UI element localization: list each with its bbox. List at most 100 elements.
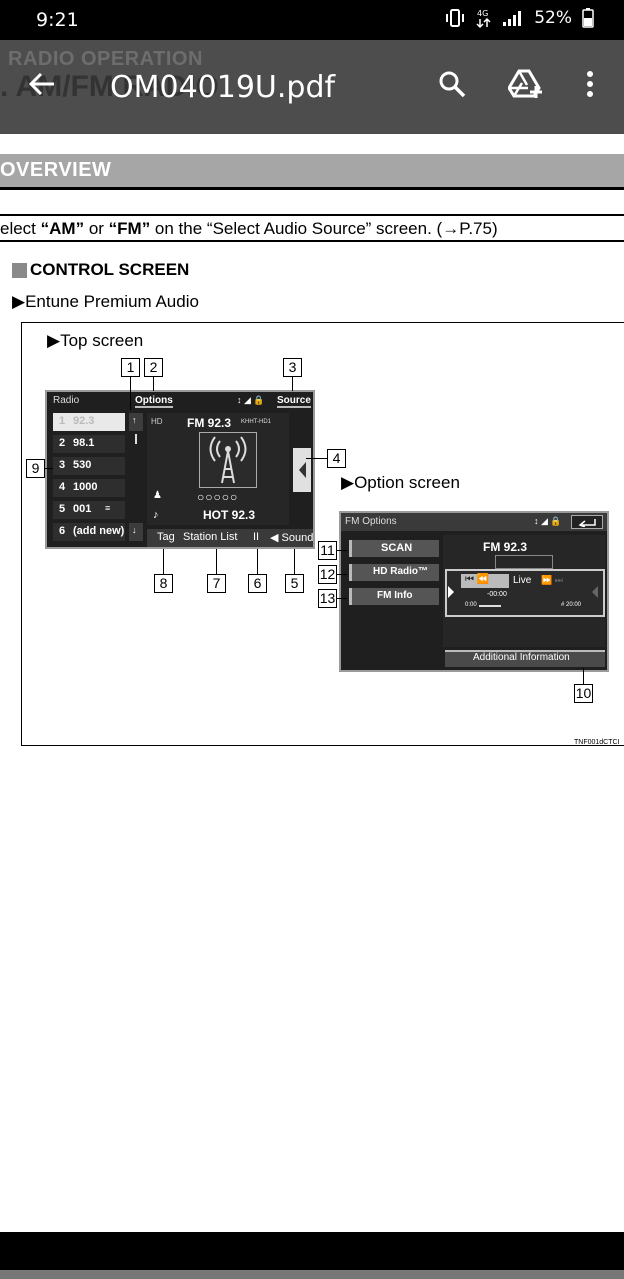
status-icons: 4G 52% — [444, 8, 594, 28]
time-end: # 20:00 — [561, 602, 582, 608]
status-time: 9:21 — [36, 9, 79, 31]
bottom-strip — [0, 1270, 624, 1279]
document-title: OM04019U.pdf — [110, 70, 336, 105]
callout-1-leader — [130, 377, 131, 410]
data-transfer-icon: 4G — [476, 8, 492, 28]
callout-4: 4 — [327, 449, 346, 468]
option-header — [341, 513, 607, 531]
song-icon: ♪ — [153, 509, 159, 521]
tag-button: Tag — [157, 531, 175, 543]
fm-info-button-bg — [349, 588, 439, 605]
figure-code: TNF001dCTCI — [574, 739, 620, 746]
bottom-button-bar — [147, 529, 313, 547]
instruction-am: “AM” — [40, 219, 85, 238]
callout-7-leader — [216, 549, 217, 574]
search-button[interactable] — [432, 64, 472, 104]
search-icon — [439, 71, 466, 98]
instruction-pre: elect — [0, 219, 41, 238]
time-offset: -00:00 — [487, 591, 507, 598]
svg-text:4G: 4G — [477, 9, 488, 18]
time-start: 0:00 — [465, 602, 477, 608]
panel-collapse-arrow-icon — [592, 586, 598, 598]
skip-forward-icons: ⏩ ⏭ — [541, 575, 563, 585]
back-button[interactable] — [22, 64, 62, 104]
callout-1: 1 — [121, 358, 140, 377]
underlying-page-heading: . AM/FM RADIO — [0, 70, 219, 103]
callout-8: 8 — [154, 574, 173, 593]
preset-freq: 98.1 — [73, 437, 95, 449]
add-to-drive-button[interactable] — [506, 64, 546, 104]
callout-13-leader — [337, 598, 347, 599]
side-tab-arrow-icon — [299, 462, 306, 478]
callout-10-leader — [583, 668, 584, 684]
source-button: Source — [277, 395, 311, 408]
preset-row-2 — [53, 435, 125, 453]
top-screen-image: Radio Options ↕ ◢ 🔒 Source 1 92.3 2 98.1… — [45, 390, 315, 549]
option-screen-label: ▶Option screen — [341, 473, 460, 492]
sound-button: ◀ Sound — [270, 532, 314, 544]
callout-7: 7 — [207, 574, 226, 593]
preset-freq: 530 — [73, 459, 92, 471]
station-code: KHHT-HD1 — [241, 419, 272, 425]
preset-num: 1 — [59, 415, 66, 427]
vibrate-icon — [444, 9, 466, 27]
song-title: HOT 92.3 — [203, 508, 256, 522]
pdf-viewer-toolbar: RADIO OPERATION . AM/FM RADIO OM04019U.p… — [0, 40, 624, 134]
callout-6: 6 — [248, 574, 267, 593]
instruction-post: on the “Select Audio Source” screen. (→P… — [150, 219, 498, 238]
preset-freq: (add new) — [73, 525, 125, 537]
more-options-button[interactable] — [570, 64, 610, 104]
preset-num: 3 — [59, 459, 66, 471]
preset-row-3 — [53, 457, 125, 475]
preset-freq: 1000 — [73, 481, 98, 493]
pdf-page[interactable]: OVERVIEW elect “AM” or “FM” on the “Sele… — [0, 134, 624, 1232]
signal-icon — [502, 9, 524, 27]
status-icons-mini: ↕ ◢ 🔒 — [237, 395, 265, 405]
preset-num: 5 — [59, 503, 66, 515]
hd-radio-button: HD Radio™ — [373, 566, 428, 577]
scrollbar-thumb — [135, 434, 137, 444]
scan-button-bg — [349, 540, 439, 557]
scan-button: SCAN — [381, 542, 413, 554]
callout-13: 13 — [318, 589, 337, 608]
subsection-heading: ▶Entune Premium Audio — [12, 292, 199, 311]
album-art-box-partial — [495, 555, 553, 569]
preset-freq: 92.3 — [73, 415, 95, 427]
option-title: FM Options — [345, 516, 397, 527]
callout-9-leader — [45, 468, 53, 469]
album-art-box — [199, 432, 257, 488]
overview-heading-bar: OVERVIEW — [0, 154, 624, 190]
preset-freq: 001 — [73, 503, 92, 515]
preset-row-1-highlight — [53, 413, 125, 431]
preset-num: 6 — [59, 525, 66, 537]
back-return-icon — [578, 519, 596, 527]
callout-12: 12 — [318, 565, 337, 584]
station-list-button: Station List — [183, 531, 238, 543]
drive-add-icon — [508, 69, 542, 98]
overview-heading: OVERVIEW — [0, 159, 112, 181]
callout-8-leader — [163, 549, 164, 574]
rating-circles: ○○○○○ — [197, 490, 239, 504]
pause-button: II — [253, 531, 260, 543]
callout-11-leader — [337, 550, 347, 551]
skip-buttons-bg — [461, 574, 509, 588]
preset-num: 2 — [59, 437, 66, 449]
additional-info-button-bg — [445, 650, 605, 667]
preset-num: 4 — [59, 481, 66, 493]
more-vert-icon — [587, 71, 593, 97]
live-label: Live — [513, 575, 532, 586]
instruction-fm: “FM” — [108, 219, 151, 238]
back-arrow-icon — [28, 72, 54, 96]
callout-2: 2 — [144, 358, 163, 377]
radio-title: Radio — [53, 395, 80, 406]
additional-info-button: Additional Information — [473, 652, 570, 663]
preset-row-6 — [53, 523, 125, 541]
callout-5-leader — [294, 549, 295, 574]
callout-4-leader — [306, 458, 327, 459]
callout-2-leader — [153, 377, 154, 391]
section-heading-text: CONTROL SCREEN — [30, 260, 190, 279]
artist-icon: ♟ — [153, 490, 162, 501]
callout-10: 10 — [574, 684, 593, 703]
preset-row-4 — [53, 479, 125, 497]
station-name: FM 92.3 — [187, 416, 232, 430]
